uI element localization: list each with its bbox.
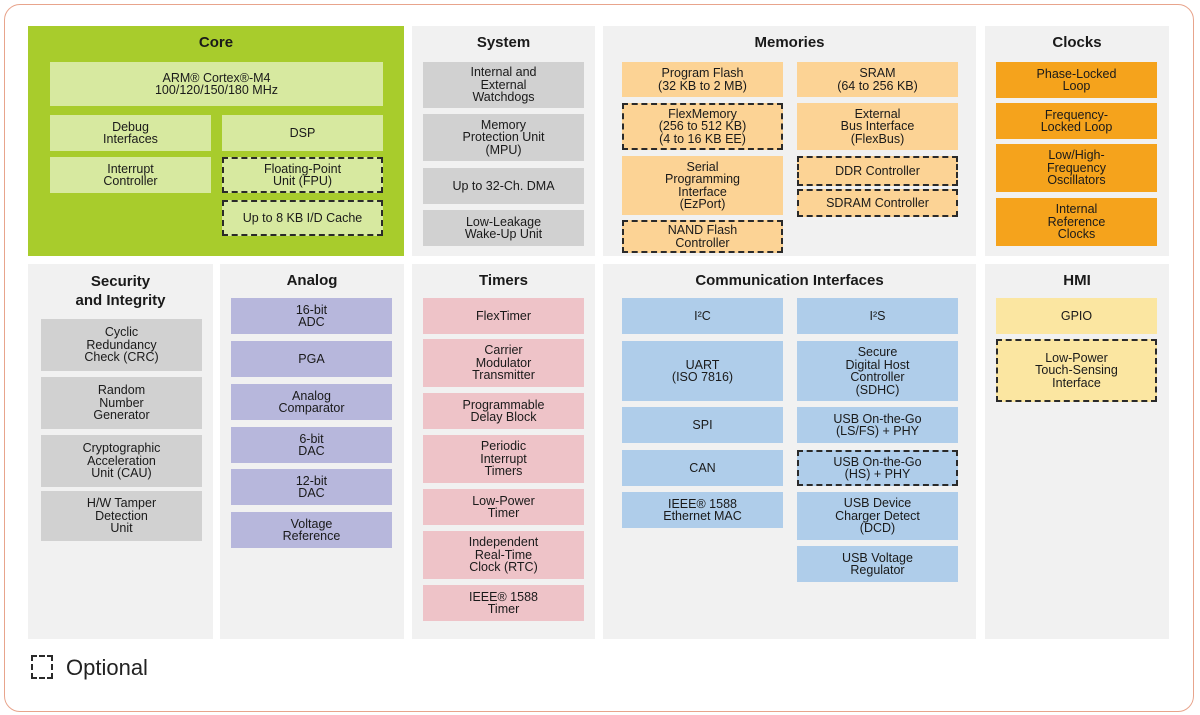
sdhc-block: Secure Digital Host Controller (SDHC)	[797, 341, 958, 401]
ethernet-mac-block: IEEE® 1588 Ethernet MAC	[622, 492, 783, 528]
diagram-frame	[4, 4, 1194, 712]
ddr-controller-block: DDR Controller	[797, 156, 958, 186]
analog-title: Analog	[286, 272, 338, 289]
cache-block: Up to 8 KB I/D Cache	[222, 200, 383, 236]
mpu-block: Memory Protection Unit (MPU)	[423, 114, 584, 161]
touch-sensing-interface-block: Low-Power Touch-Sensing Interface	[996, 339, 1157, 402]
ezport-block: Serial Programming Interface (EzPort)	[622, 156, 783, 215]
internal-reference-clocks-block: Internal Reference Clocks	[996, 198, 1157, 246]
pll-block: Phase-Locked Loop	[996, 62, 1157, 98]
nand-flash-controller-block: NAND Flash Controller	[622, 220, 783, 253]
can-block: CAN	[622, 450, 783, 486]
memories-title: Memories	[754, 34, 825, 51]
dma-block: Up to 32-Ch. DMA	[423, 168, 584, 204]
flextimer-block: FlexTimer	[423, 298, 584, 334]
usb-otg-fs-block: USB On-the-Go (LS/FS) + PHY	[797, 407, 958, 443]
ieee1588-timer-block: IEEE® 1588 Timer	[423, 585, 584, 621]
system-title: System	[476, 34, 531, 51]
rng-block: Random Number Generator	[41, 377, 202, 429]
usb-voltage-regulator-block: USB Voltage Regulator	[797, 546, 958, 582]
usb-otg-hs-block: USB On-the-Go (HS) + PHY	[797, 450, 958, 486]
comm-title: Communication Interfaces	[695, 272, 884, 289]
i2s-block: I²S	[797, 298, 958, 334]
pga-block: PGA	[231, 341, 392, 377]
adc-block: 16-bit ADC	[231, 298, 392, 334]
sram-block: SRAM (64 to 256 KB)	[797, 62, 958, 97]
i2c-block: I²C	[622, 298, 783, 334]
optional-legend-label: Optional	[66, 655, 148, 680]
tamper-detection-block: H/W Tamper Detection Unit	[41, 491, 202, 541]
dac12-block: 12-bit DAC	[231, 469, 392, 505]
dsp-block: DSP	[222, 115, 383, 151]
fll-block: Frequency- Locked Loop	[996, 103, 1157, 139]
flexmemory-block: FlexMemory (256 to 512 KB) (4 to 16 KB E…	[622, 103, 783, 150]
debug-interfaces-block: Debug Interfaces	[50, 115, 211, 151]
interrupt-controller-block: Interrupt Controller	[50, 157, 211, 193]
pdb-block: Programmable Delay Block	[423, 393, 584, 429]
usb-dcd-block: USB Device Charger Detect (DCD)	[797, 492, 958, 540]
watchdogs-block: Internal and External Watchdogs	[423, 62, 584, 108]
timers-title: Timers	[479, 272, 528, 289]
cau-block: Cryptographic Acceleration Unit (CAU)	[41, 435, 202, 487]
dac6-block: 6-bit DAC	[231, 427, 392, 463]
voltage-reference-block: Voltage Reference	[231, 512, 392, 548]
program-flash-block: Program Flash (32 KB to 2 MB)	[622, 62, 783, 97]
crc-block: Cyclic Redundancy Check (CRC)	[41, 319, 202, 371]
cmt-block: Carrier Modulator Transmitter	[423, 339, 584, 387]
uart-block: UART (ISO 7816)	[622, 341, 783, 401]
fpu-block: Floating-Point Unit (FPU)	[222, 157, 383, 193]
core-title: Core	[198, 34, 234, 51]
hmi-title: HMI	[1063, 272, 1091, 289]
flexbus-block: External Bus Interface (FlexBus)	[797, 103, 958, 150]
gpio-block: GPIO	[996, 298, 1157, 334]
cpu-block: ARM® Cortex®-M4 100/120/150/180 MHz	[50, 62, 383, 106]
security-title: Security and Integrity	[75, 273, 166, 309]
clocks-title: Clocks	[1052, 34, 1102, 51]
optional-legend-swatch	[31, 655, 53, 679]
analog-comparator-block: Analog Comparator	[231, 384, 392, 420]
sdram-controller-block: SDRAM Controller	[797, 189, 958, 217]
pit-block: Periodic Interrupt Timers	[423, 435, 584, 483]
rtc-block: Independent Real-Time Clock (RTC)	[423, 531, 584, 579]
spi-block: SPI	[622, 407, 783, 443]
low-power-timer-block: Low-Power Timer	[423, 489, 584, 525]
wakeup-unit-block: Low-Leakage Wake-Up Unit	[423, 210, 584, 246]
oscillators-block: Low/High- Frequency Oscillators	[996, 144, 1157, 192]
